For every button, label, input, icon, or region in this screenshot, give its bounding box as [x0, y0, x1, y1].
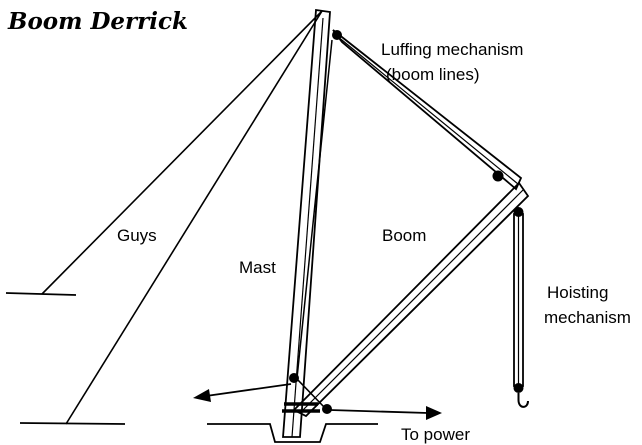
luffing-label-line2: (boom lines) [386, 65, 480, 84]
luffing-lower-sheave [492, 170, 504, 182]
hoisting-label-line2: mechanism [544, 308, 631, 327]
boom [292, 181, 530, 418]
derrick-base [207, 373, 378, 443]
hoisting-mechanism [513, 207, 529, 408]
to-power-label: To power [401, 425, 470, 444]
guy-line-lower [65, 10, 323, 425]
boom-outline [292, 181, 530, 418]
luffing-upper-sheave [332, 30, 342, 40]
power-drum [322, 404, 332, 414]
mast-outline [282, 8, 331, 438]
guy-line-upper [41, 10, 323, 295]
luffing-inner-line [336, 35, 519, 185]
drive-line [295, 377, 326, 409]
mast [282, 8, 333, 438]
luffing-label-line1: Luffing mechanism [381, 40, 523, 59]
mast-drum [289, 373, 299, 383]
guys-label: Guys [117, 226, 157, 245]
to-power-arrow-shaft [329, 409, 429, 414]
boom-inner-line [299, 189, 524, 414]
hook-icon [517, 393, 529, 408]
left-arrow-shaft [205, 383, 292, 397]
luffing-mechanism [332, 29, 523, 191]
hook-block [513, 383, 524, 393]
hoisting-label-line1: Hoisting [547, 283, 608, 302]
guy-anchor-lower [19, 422, 126, 425]
guy-anchor-upper [5, 292, 77, 296]
hoist-sheave [513, 207, 524, 217]
mast-boom-line [296, 39, 333, 379]
power-arrows [193, 383, 442, 420]
left-arrow-head [193, 389, 211, 402]
diagram-title: Boom Derrick [7, 8, 188, 35]
to-power-arrow-head [426, 406, 442, 420]
guy-lines [5, 10, 323, 425]
mast-label: Mast [239, 258, 276, 277]
mast-inner-line [291, 17, 324, 438]
boom-label: Boom [382, 226, 426, 245]
base-foundation [207, 423, 378, 443]
